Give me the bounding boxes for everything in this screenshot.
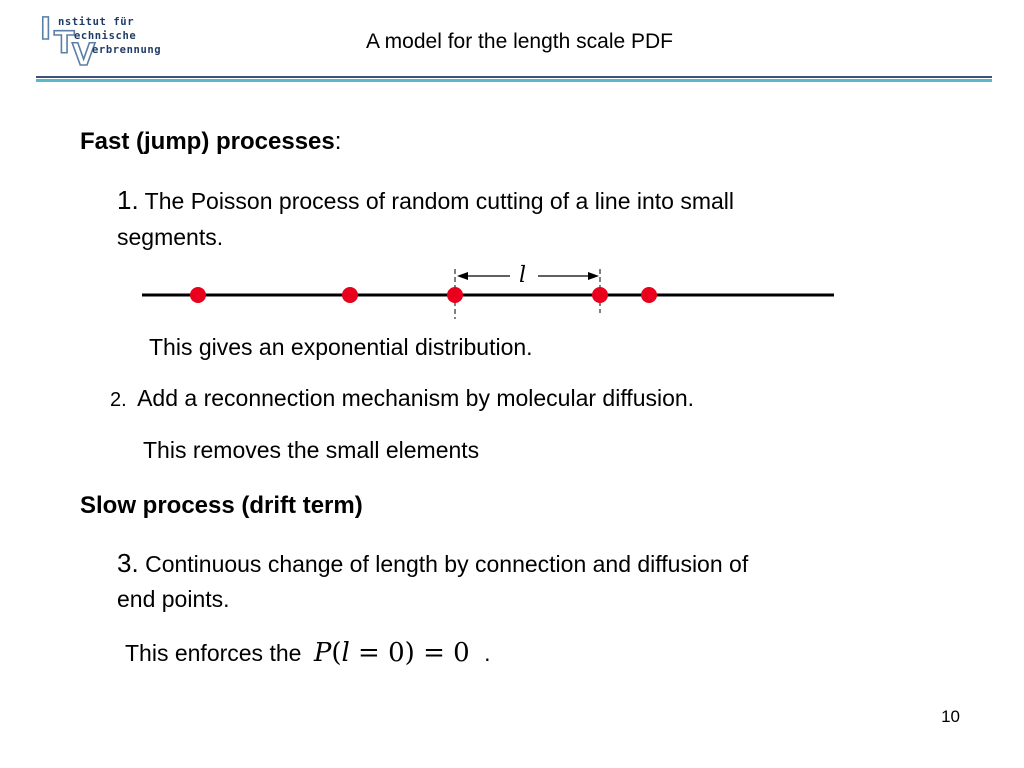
- item-3-number: 3.: [117, 548, 139, 578]
- item-1-number: 1.: [117, 185, 139, 215]
- item-1-line-1: 1. The Poisson process of random cutting…: [117, 185, 734, 216]
- item-2-number: 2.: [110, 389, 127, 411]
- arrow-right-head: [588, 272, 599, 280]
- cut-point: [592, 287, 608, 303]
- slow-process-heading: Slow process (drift term): [80, 492, 363, 519]
- arrow-left-head: [457, 272, 468, 280]
- formula-equals: =: [349, 638, 389, 668]
- cut-point: [641, 287, 657, 303]
- length-label: l: [519, 263, 526, 288]
- note-enforces-suffix: .: [484, 640, 491, 666]
- item-1-text-1: The Poisson process of random cutting of…: [144, 188, 735, 214]
- logo-line-3: erbrennung: [92, 44, 162, 56]
- logo-letter-v: V: [71, 37, 96, 74]
- formula-close-paren: ): [404, 638, 415, 668]
- formula-equals-2: =: [414, 638, 454, 668]
- poisson-cutting-diagram: l: [142, 263, 834, 319]
- institute-logo: I T V nstitut für echnische erbrennung: [38, 11, 188, 74]
- formula-var: l: [341, 638, 350, 668]
- item-2-text: Add a reconnection mechanism by molecula…: [137, 385, 695, 411]
- cut-point: [447, 287, 463, 303]
- cut-point: [342, 287, 358, 303]
- page-number: 10: [941, 707, 960, 726]
- slide-title: A model for the length scale PDF: [366, 30, 673, 53]
- note-enforces-prefix: This enforces the: [125, 640, 302, 666]
- header-rule-cyan: [36, 79, 992, 82]
- note-enforces: This enforces the P(l = 0) = 0 .: [125, 638, 490, 668]
- note-exponential: This gives an exponential distribution.: [149, 334, 533, 360]
- formula-zero-2: 0: [453, 638, 470, 668]
- item-2: 2. Add a reconnection mechanism by molec…: [110, 385, 694, 412]
- formula-zero: 0: [388, 638, 405, 668]
- formula-p: P: [313, 638, 332, 668]
- formula-open-paren: (: [331, 638, 342, 668]
- fast-processes-heading: Fast (jump) processes:: [80, 128, 341, 156]
- logo-line-1: nstitut für: [58, 16, 135, 28]
- logo-letter-i: I: [39, 11, 52, 48]
- logo-letter-t: T: [53, 25, 75, 62]
- item-1-line-2: segments.: [117, 224, 224, 250]
- header-rule-dark: [36, 76, 992, 78]
- cut-point: [190, 287, 206, 303]
- item-3-line-2: end points.: [117, 586, 230, 612]
- probability-formula: P(l = 0) = 0: [314, 638, 470, 668]
- item-3-line-1: 3. Continuous change of length by connec…: [117, 548, 748, 579]
- logo-line-2: echnische: [74, 30, 137, 42]
- fast-heading-colon: :: [334, 128, 342, 155]
- item-3-text-1: Continuous change of length by connectio…: [145, 551, 749, 577]
- note-removes: This removes the small elements: [143, 437, 480, 463]
- fast-heading-text: Fast (jump) processes: [80, 128, 335, 155]
